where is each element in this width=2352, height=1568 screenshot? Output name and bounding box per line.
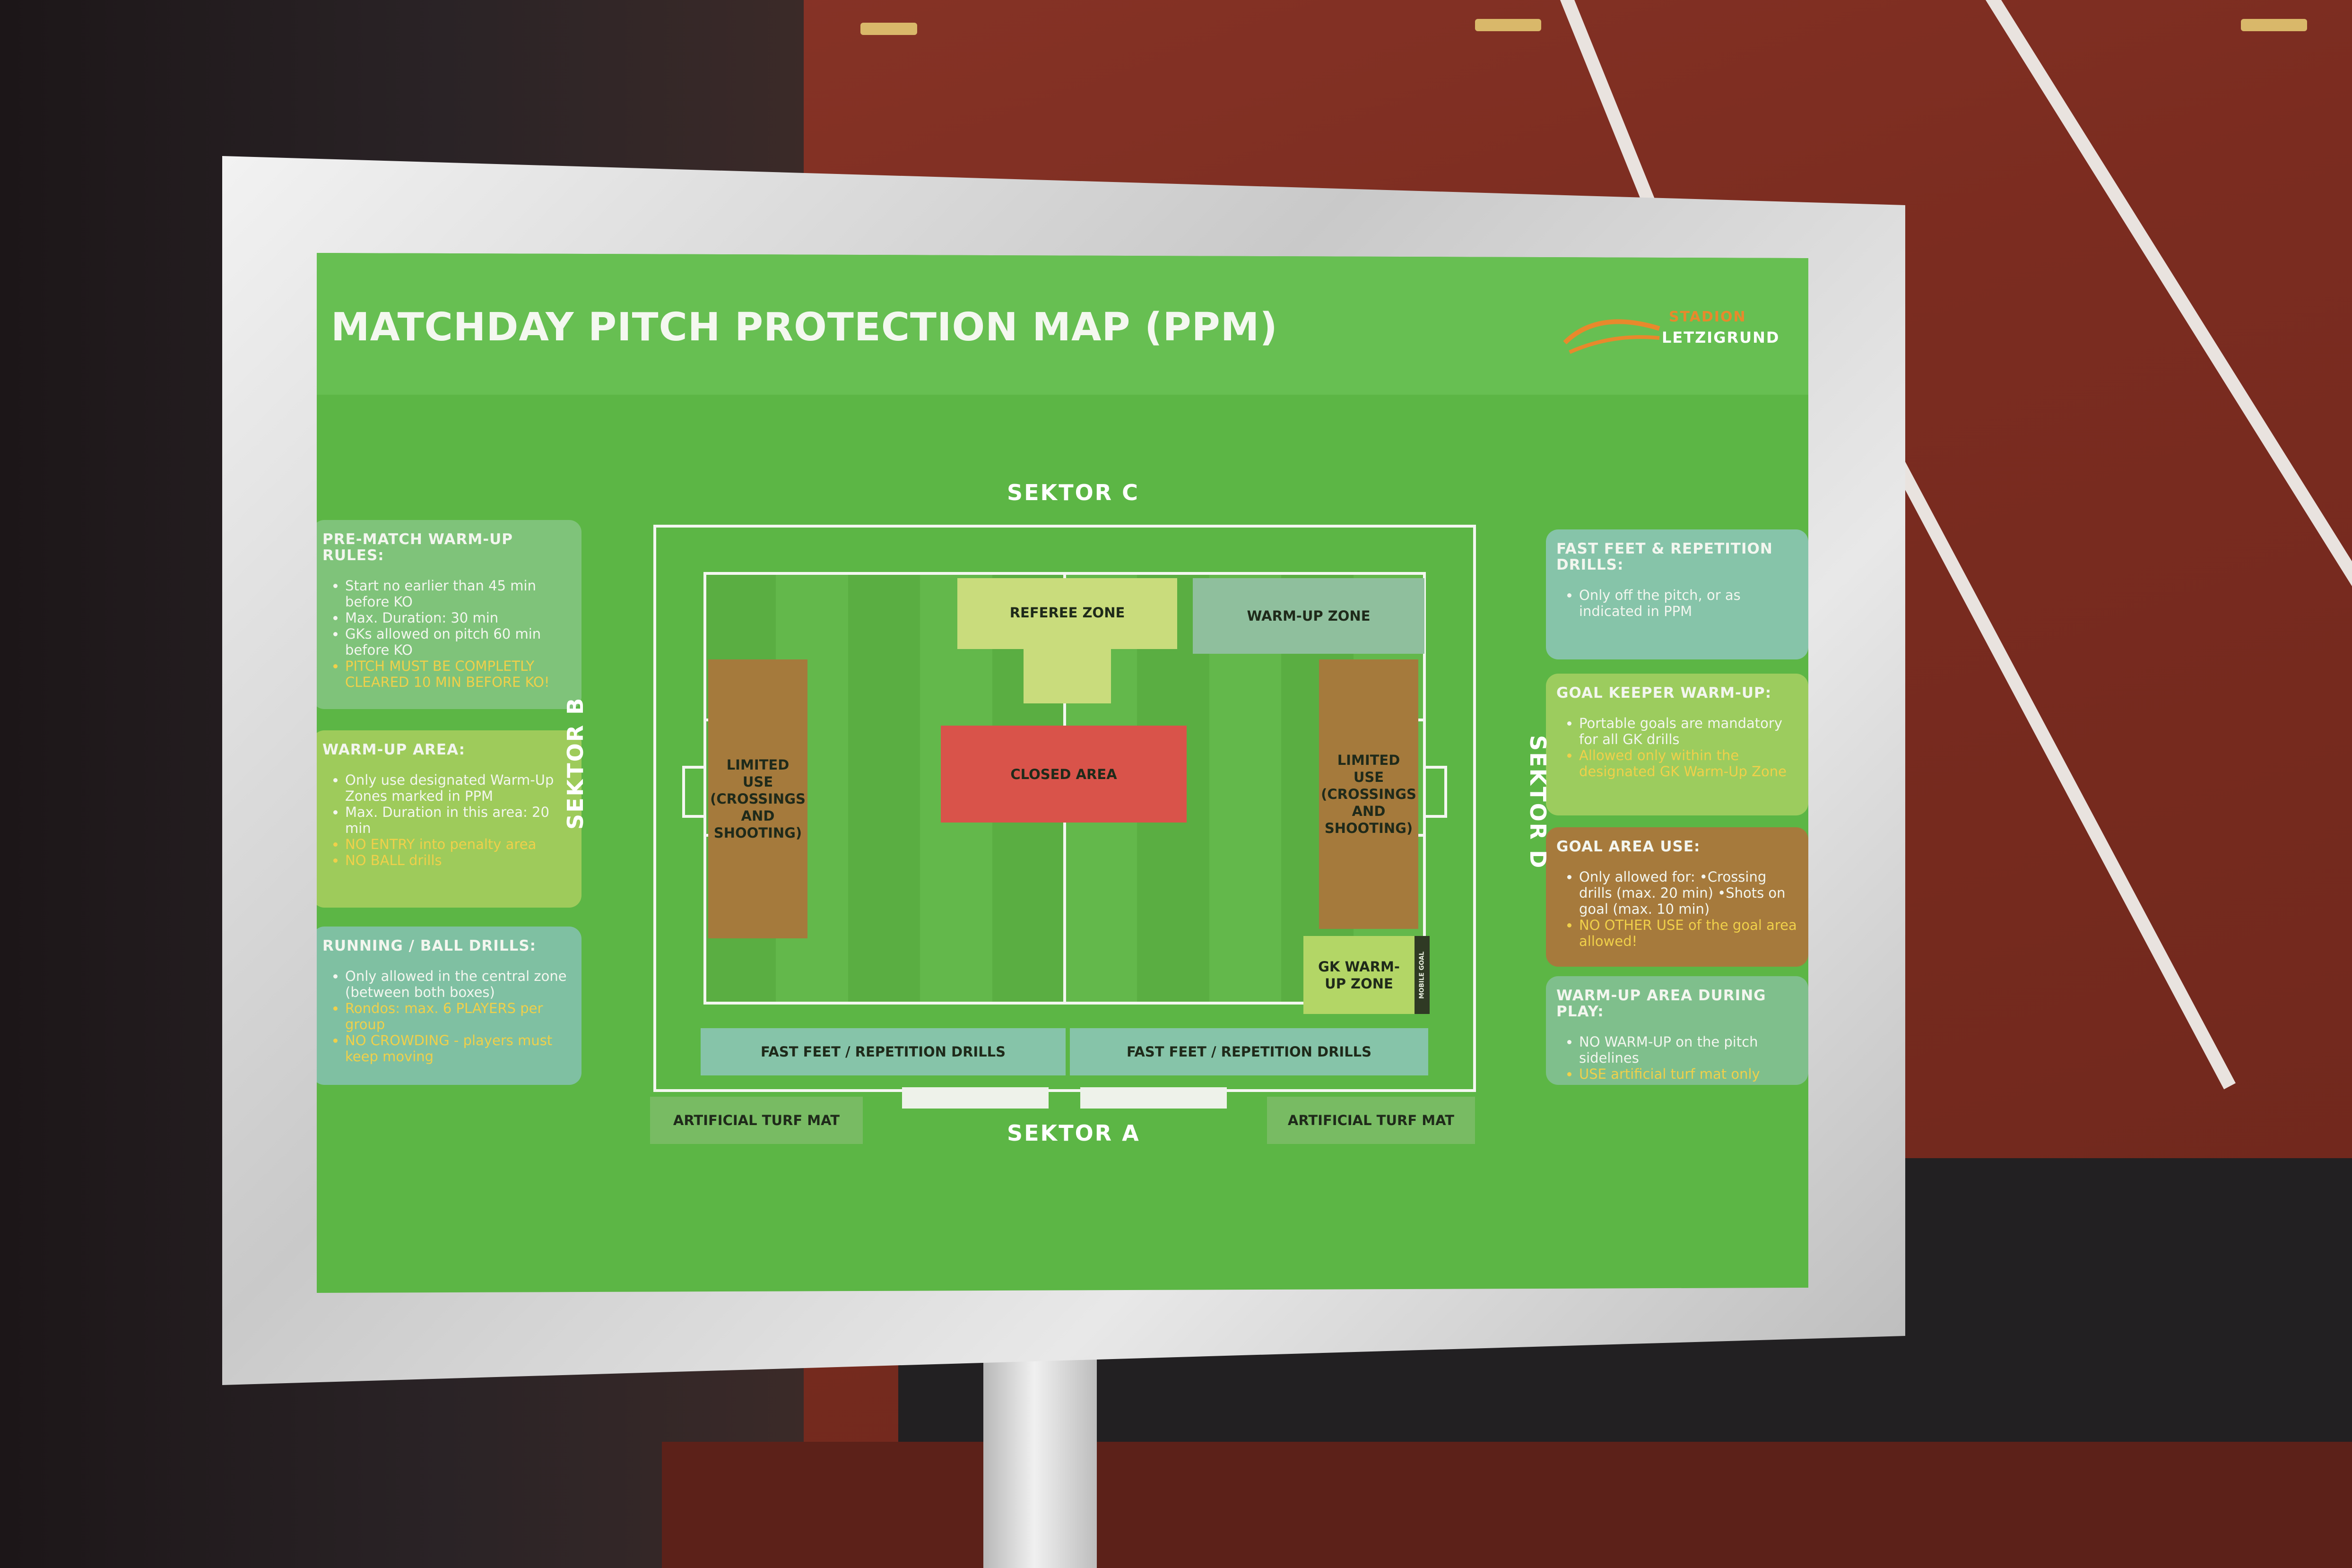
gk-warm-up-zone: GK WARM-UP ZONE	[1303, 936, 1415, 1014]
warm-up-during-play-box: WARM-UP AREA DURING PLAY: NO WARM-UP on …	[1546, 976, 1808, 1085]
artificial-turf-mat-right: ARTIFICIAL TURF MAT	[1267, 1097, 1475, 1144]
rule-warning: Allowed only within the designated GK Wa…	[1579, 747, 1799, 780]
fast-feet-box: FAST FEET & REPETITION DRILLS: Only off …	[1546, 529, 1808, 659]
artificial-turf-mat-left: ARTIFICIAL TURF MAT	[650, 1097, 863, 1144]
right-goal	[1423, 766, 1447, 818]
rule-item: GKs allowed on pitch 60 min before KO	[345, 626, 572, 658]
bench-marker	[902, 1087, 1049, 1109]
rule-warning: Rondos: max. 6 PLAYERS per group	[345, 1000, 572, 1032]
limited-use-left-label: LIMITED USE (CROSSINGS AND SHOOTING)	[710, 757, 806, 841]
box-title: WARM-UP AREA DURING PLAY:	[1556, 987, 1766, 1020]
box-title: FAST FEET & REPETITION DRILLS:	[1556, 540, 1773, 573]
goal-area-use-box: GOAL AREA USE: Only allowed for: •Crossi…	[1546, 827, 1808, 967]
referee-zone-label: REFEREE ZONE	[1009, 605, 1125, 621]
closed-area: CLOSED AREA	[941, 726, 1187, 823]
limited-use-right: LIMITED USE (CROSSINGS AND SHOOTING)	[1319, 659, 1418, 929]
sektor-b-label: SEKTOR B	[563, 696, 588, 830]
warm-up-area-box: WARM-UP AREA: Only use designated Warm-U…	[317, 730, 581, 908]
pre-match-rules-box: PRE-MATCH WARM-UP RULES: Start no earlie…	[317, 520, 581, 709]
rule-item: NO WARM-UP on the pitch sidelines	[1579, 1034, 1799, 1066]
warm-up-zone-label: WARM-UP ZONE	[1247, 608, 1371, 624]
box-title: PRE-MATCH WARM-UP RULES:	[322, 531, 513, 564]
box-title: GOAL AREA USE:	[1556, 838, 1701, 855]
turf-mat-right-label: ARTIFICIAL TURF MAT	[1287, 1112, 1455, 1128]
box-title: GOAL KEEPER WARM-UP:	[1556, 684, 1772, 702]
rule-item: Max. Duration: 30 min	[345, 610, 572, 626]
board-header	[317, 253, 1808, 395]
track-marker	[860, 23, 917, 35]
rule-item: Start no earlier than 45 min before KO	[345, 578, 572, 610]
fast-feet-zone-left: FAST FEET / REPETITION DRILLS	[701, 1028, 1066, 1075]
running-ball-drills-box: RUNNING / BALL DRILLS: Only allowed in t…	[317, 927, 581, 1085]
rule-item: Only allowed in the central zone (betwee…	[345, 968, 572, 1000]
mobile-goal-label: MOBILE GOAL	[1418, 951, 1426, 999]
box-title: RUNNING / BALL DRILLS:	[322, 937, 537, 954]
track-marker	[2241, 19, 2307, 31]
pitch-protection-map-board: MATCHDAY PITCH PROTECTION MAP (PPM) STAD…	[317, 253, 1808, 1293]
referee-zone-stem	[1024, 649, 1111, 703]
rule-item: Only allowed for: •Crossing drills (max.…	[1579, 869, 1799, 917]
logo-letzigrund: LETZIGRUND	[1662, 329, 1780, 347]
limited-use-right-label: LIMITED USE (CROSSINGS AND SHOOTING)	[1321, 752, 1416, 836]
sektor-a-label: SEKTOR A	[1007, 1120, 1140, 1146]
rule-item: Only off the pitch, or as indicated in P…	[1579, 587, 1799, 619]
limited-use-left: LIMITED USE (CROSSINGS AND SHOOTING)	[708, 659, 807, 938]
rule-warning: NO CROWDING - players must keep moving	[345, 1032, 572, 1065]
rule-warning: NO OTHER USE of the goal area allowed!	[1579, 917, 1799, 949]
pitch-outer-boundary	[653, 525, 1476, 1092]
rule-warning: NO BALL drills	[345, 852, 572, 868]
warm-up-zone: WARM-UP ZONE	[1193, 578, 1424, 654]
box-title: WARM-UP AREA:	[322, 741, 466, 758]
fast-feet-zone-right: FAST FEET / REPETITION DRILLS	[1070, 1028, 1428, 1075]
turf-mat-left-label: ARTIFICIAL TURF MAT	[673, 1112, 840, 1128]
track-marker	[1475, 19, 1541, 31]
sektor-d-label: SEKTOR D	[1525, 735, 1551, 870]
track-lower-section	[662, 1442, 2352, 1568]
rule-item: Portable goals are mandatory for all GK …	[1579, 715, 1799, 747]
closed-area-label: CLOSED AREA	[1010, 766, 1117, 782]
bench-marker	[1080, 1087, 1227, 1109]
left-goal	[682, 766, 706, 818]
goal-keeper-warm-up-box: GOAL KEEPER WARM-UP: Portable goals are …	[1546, 674, 1808, 815]
rule-warning: NO ENTRY into penalty area	[345, 836, 572, 852]
mobile-goal: MOBILE GOAL	[1415, 936, 1430, 1014]
rule-warning: USE artificial turf mat only	[1579, 1066, 1799, 1082]
fast-feet-left-label: FAST FEET / REPETITION DRILLS	[760, 1044, 1006, 1060]
sektor-c-label: SEKTOR C	[1007, 480, 1139, 505]
board-title: MATCHDAY PITCH PROTECTION MAP (PPM)	[331, 305, 1278, 350]
rule-warning: PITCH MUST BE COMPLETLY CLEARED 10 MIN B…	[345, 658, 572, 690]
rule-item: Only use designated Warm-Up Zones marked…	[345, 772, 572, 804]
rule-item: Max. Duration in this area: 20 min	[345, 804, 572, 836]
referee-zone: REFEREE ZONE	[957, 578, 1177, 649]
logo-stadion: STADION	[1669, 309, 1746, 325]
fast-feet-right-label: FAST FEET / REPETITION DRILLS	[1126, 1044, 1372, 1060]
stadium-logo-icon	[1563, 319, 1660, 354]
gk-warm-up-zone-label: GK WARM-UP ZONE	[1318, 958, 1400, 992]
